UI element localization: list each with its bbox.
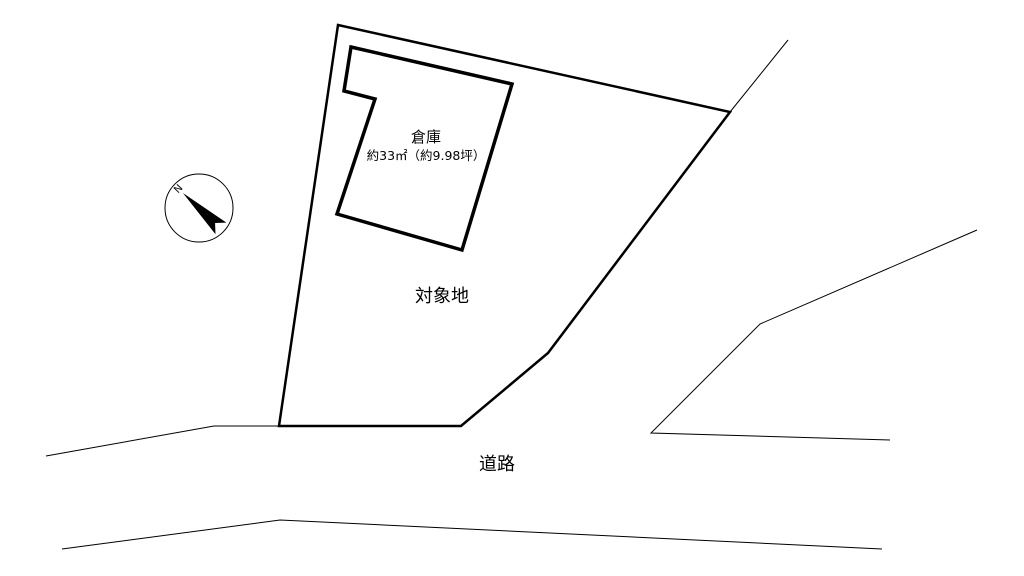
road-upper-edge-line bbox=[45, 425, 278, 457]
neighbor-boundary-line bbox=[729, 39, 789, 113]
branch-road-line bbox=[649, 229, 978, 441]
target-lot-label: 対象地 bbox=[415, 286, 469, 307]
warehouse-outline bbox=[334, 44, 515, 253]
warehouse-area-label: 約33㎡（約9.98坪） bbox=[367, 148, 486, 163]
warehouse-name-label: 倉庫 bbox=[411, 128, 441, 146]
road-lower-edge-line bbox=[61, 519, 883, 550]
road-label: 道路 bbox=[479, 454, 515, 475]
compass-needle-icon bbox=[182, 192, 227, 235]
target-lot-boundary bbox=[277, 23, 733, 428]
north-arrow-compass: N bbox=[164, 173, 234, 243]
